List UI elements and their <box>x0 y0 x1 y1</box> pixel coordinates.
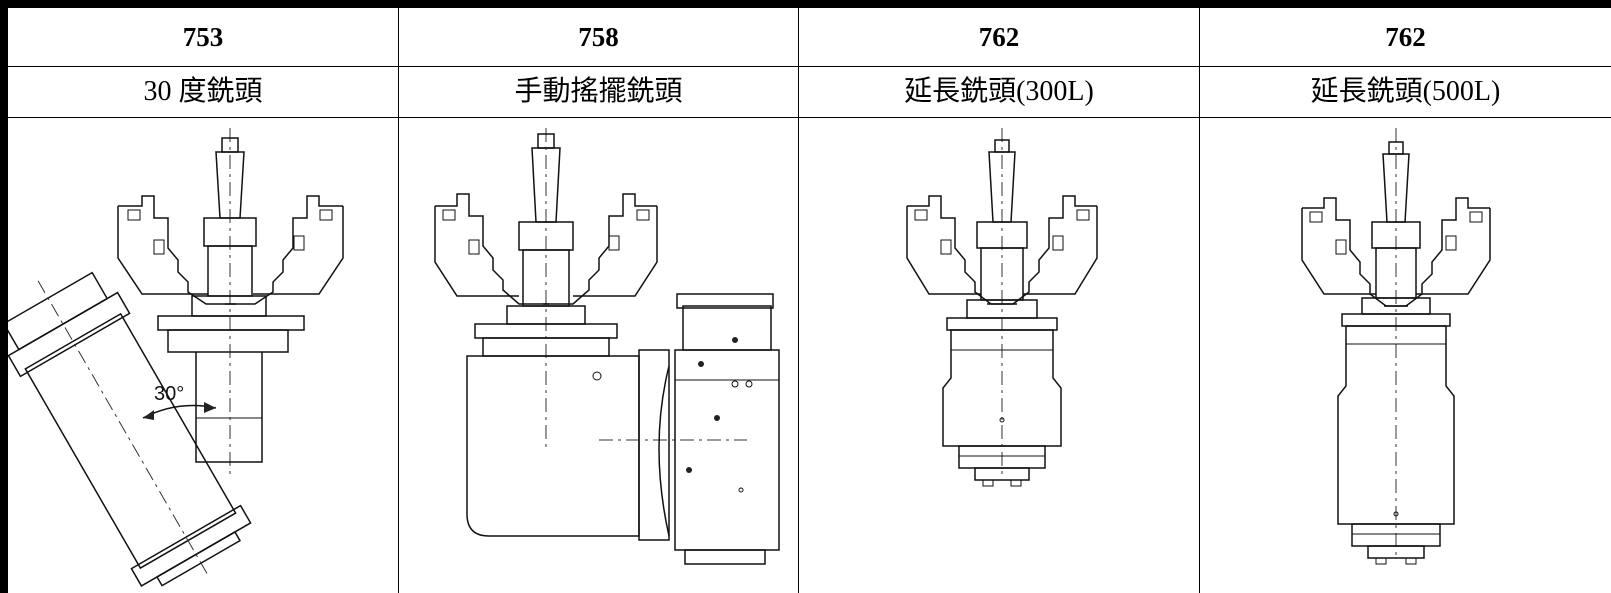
extension-milling-head-500l-drawing <box>1301 128 1491 565</box>
drawing-cell: 30° <box>8 118 398 593</box>
angle-label: 30° <box>154 383 184 405</box>
thirty-degree-milling-head-drawing: 30° <box>8 128 344 587</box>
drawing-cell <box>1200 118 1611 593</box>
table-column: 758 手動搖擺銑頭 <box>399 8 799 593</box>
table-column: 762 延長銑頭(300L) <box>799 8 1200 593</box>
table-column: 753 30 度銑頭 <box>8 8 399 593</box>
model-name: 延長銑頭(300L) <box>799 67 1199 118</box>
model-code: 758 <box>399 8 798 67</box>
extension-milling-head-300l-drawing <box>906 128 1098 487</box>
model-name: 手動搖擺銑頭 <box>399 67 798 118</box>
model-name: 30 度銑頭 <box>8 67 398 118</box>
model-name: 延長銑頭(500L) <box>1200 67 1611 118</box>
model-code: 762 <box>1200 8 1611 67</box>
model-code: 753 <box>8 8 398 67</box>
drawing-cell <box>399 118 798 593</box>
manual-swivel-milling-head-drawing <box>434 128 780 565</box>
accessory-table: 753 30 度銑頭 <box>8 8 1611 593</box>
drawing-cell <box>799 118 1199 593</box>
model-code: 762 <box>799 8 1199 67</box>
table-column: 762 延長銑頭(500L) <box>1200 8 1611 593</box>
